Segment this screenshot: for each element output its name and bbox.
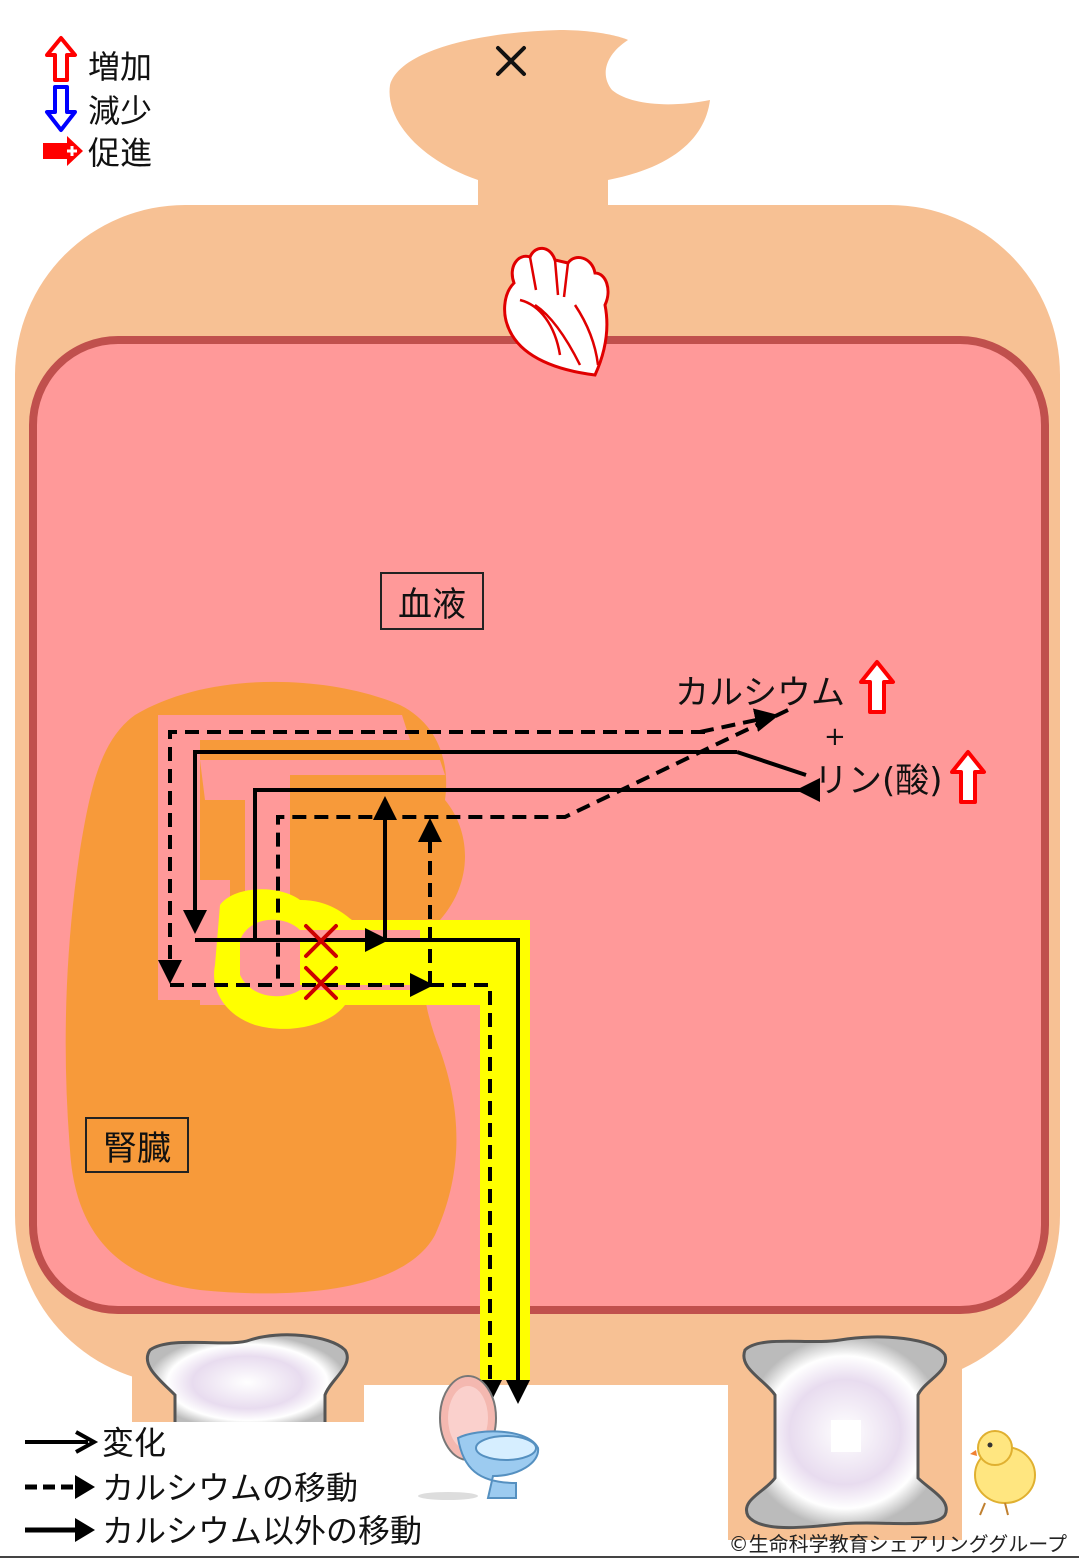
copyright-text: ©生命科学教育シェアリンググループ (728, 1532, 1067, 1556)
calcium-change-arrow (699, 708, 779, 734)
calcium-path-inner (276, 708, 789, 985)
chick-icon (970, 1430, 1036, 1516)
change-arrow-1 (736, 750, 807, 777)
legend-decrease-label: 減少 (88, 92, 152, 130)
legend-calcium-move-label: カルシウムの移動 (102, 1469, 358, 1507)
up-arrow-icon (45, 36, 77, 82)
plus-label: + (824, 722, 846, 752)
blood-label-text: 血液 (398, 584, 466, 625)
down-arrow-icon (45, 85, 77, 132)
up-arrow-icon (859, 660, 895, 714)
blood-label: 血液 (380, 572, 484, 630)
x-mark-icon (304, 924, 338, 958)
bottom-divider (0, 1556, 1079, 1558)
reabsorb-path-outer (183, 750, 737, 934)
promote-arrow-icon (43, 136, 83, 166)
legend-increase-label: 増加 (88, 48, 152, 86)
up-arrow-icon (950, 750, 986, 804)
bone-icon (742, 1335, 948, 1530)
kidney-label-text: 腎臓 (103, 1128, 171, 1169)
head-shape (389, 30, 710, 205)
calcium-path-outer (158, 730, 705, 984)
toilet-icon (418, 1375, 540, 1500)
kidney-label: 腎臓 (85, 1117, 189, 1173)
x-mark-icon (304, 966, 338, 1000)
legend-change-label: 変化 (102, 1424, 166, 1462)
bone-icon (145, 1333, 349, 1432)
phosphate-label: リン(酸) (814, 761, 943, 801)
block-mark-icons (304, 924, 338, 1000)
x-mark-icon (496, 46, 526, 76)
bottom-legend (25, 1430, 99, 1542)
urine-flow-dashed (430, 983, 502, 1404)
legend-other-move-label: カルシウム以外の移動 (102, 1512, 422, 1550)
legend-promote-label: 促進 (88, 134, 152, 172)
heart-icon (503, 246, 610, 377)
dashed-flow-arrows (158, 708, 789, 1404)
calcium-label: カルシウム (675, 673, 845, 713)
